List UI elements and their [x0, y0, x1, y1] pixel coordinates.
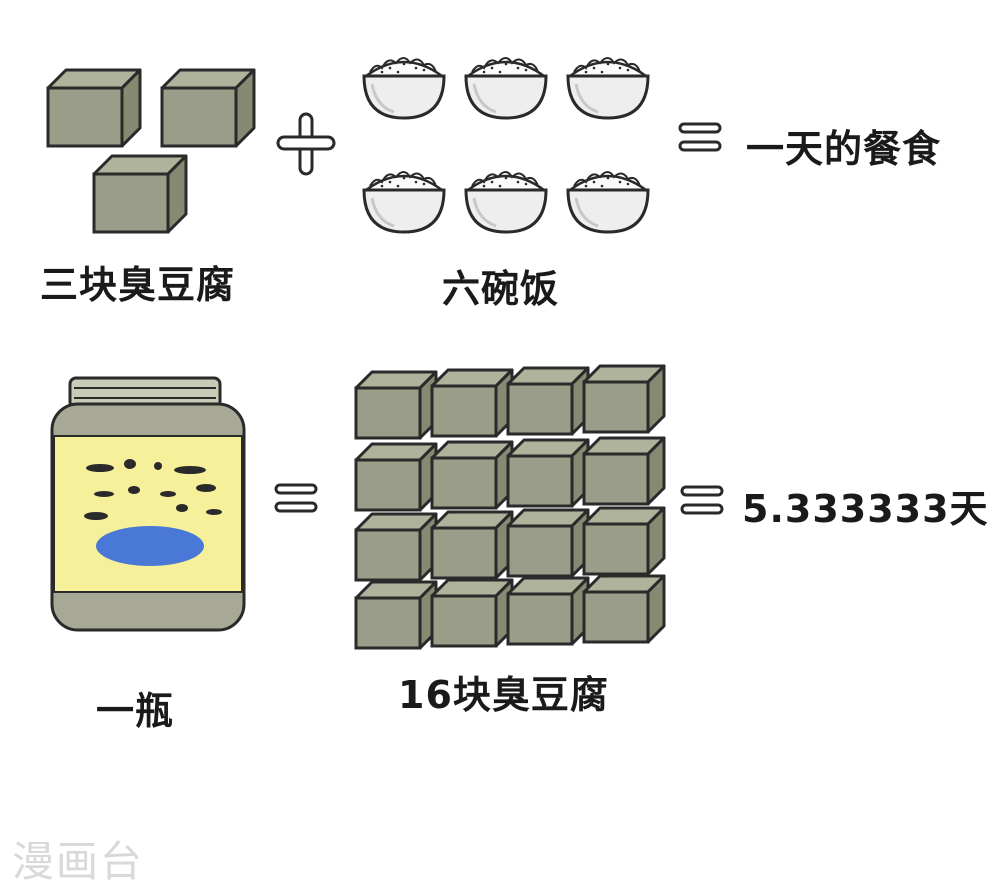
rice-bowl-icon — [362, 56, 446, 120]
tofu-block — [46, 68, 142, 148]
tofu-grid — [354, 364, 666, 650]
equals-icon — [678, 122, 722, 152]
three-tofu-label: 三块臭豆腐 — [40, 263, 236, 307]
six-bowls-label: 六碗饭 — [442, 267, 560, 311]
rice-bowl-icon — [566, 170, 650, 234]
watermark-logo: 漫画台 — [12, 837, 145, 886]
equals-icon — [274, 483, 318, 513]
tofu-block — [160, 68, 256, 148]
days-result-label: 5.333333天 — [742, 487, 989, 531]
one-day-meals-label: 一天的餐食 — [746, 127, 942, 171]
tofu-block — [92, 154, 188, 234]
rice-bowl-icon — [464, 56, 548, 120]
equals-icon — [680, 485, 724, 515]
jar-icon — [50, 376, 246, 632]
sixteen-tofu-label: 16块臭豆腐 — [398, 673, 609, 717]
rice-bowl-icon — [566, 56, 650, 120]
plus-icon — [276, 112, 336, 176]
rice-bowl-icon — [362, 170, 446, 234]
one-jar-label: 一瓶 — [96, 689, 175, 733]
rice-bowl-icon — [464, 170, 548, 234]
